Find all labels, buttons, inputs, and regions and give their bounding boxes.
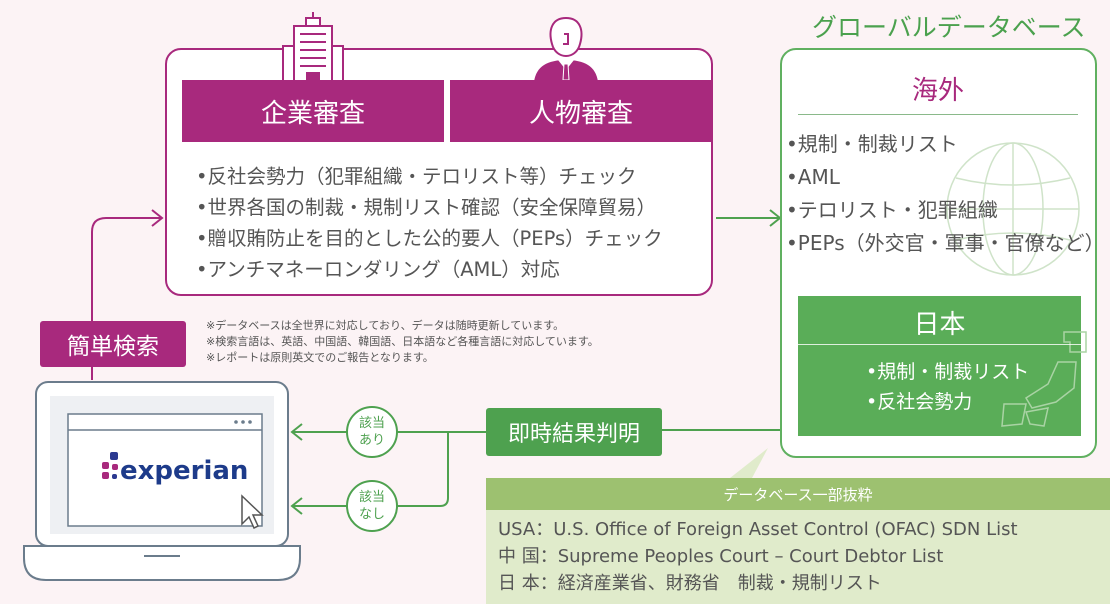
- match-text-2: あり: [358, 433, 385, 448]
- excerpt-heading: データベース一部抜粋: [486, 478, 1110, 510]
- laptop-icon: [23, 381, 301, 581]
- screening-item: •贈収賄防止を目的とした公的要人（PEPs）チェック: [196, 227, 663, 250]
- tab-person-screening: 人物審査: [450, 80, 712, 142]
- japan-map-icon: [1001, 331, 1087, 427]
- excerpt-list: USA：U.S. Office of Foreign Asset Control…: [498, 516, 1018, 597]
- screening-item: •アンチマネーロンダリング（AML）対応: [196, 258, 560, 281]
- overseas-list: •規制・制裁リスト •AML •テロリスト・犯罪組織 •PEPs（外交官・軍事・…: [786, 128, 1105, 260]
- japan-item: •規制・制裁リスト: [866, 361, 1030, 383]
- instant-result-label: 即時結果判明: [486, 408, 662, 456]
- overseas-heading: 海外: [798, 62, 1078, 115]
- japan-heading: 日本: [798, 300, 1081, 345]
- building-icon: [282, 12, 344, 82]
- note-line: ※データベースは全世界に対応しており、データは随時更新しています。: [206, 319, 565, 332]
- japan-item: •反社会勢力: [866, 391, 973, 413]
- database-title: グローバルデータベース: [812, 13, 1086, 42]
- match-bubble: 該当 あり: [346, 406, 398, 458]
- overseas-item: •規制・制裁リスト: [786, 132, 958, 156]
- excerpt-row: 中 国：Supreme Peoples Court – Court Debtor…: [498, 546, 944, 567]
- experian-logo-text: experian: [120, 456, 249, 486]
- overseas-item: •AML: [786, 165, 840, 189]
- excerpt-row: USA：U.S. Office of Foreign Asset Control…: [498, 519, 1018, 540]
- nomatch-text-2: なし: [358, 507, 385, 522]
- easy-search-label: 簡単検索: [40, 321, 186, 367]
- excerpt-row: 日 本：経済産業省、財務省 制裁・規制リスト: [498, 573, 882, 594]
- note-line: ※検索言語は、英語、中国語、韓国語、日本語など各種言語に対応しています。: [206, 335, 599, 348]
- match-text-1: 該当: [358, 416, 385, 431]
- japan-panel: [798, 296, 1081, 436]
- no-match-bubble: 該当 なし: [346, 480, 398, 532]
- screening-item: •世界各国の制裁・規制リスト確認（安全保障貿易）: [196, 196, 657, 219]
- note-line: ※レポートは原則英文でのご報告となります。: [206, 351, 434, 364]
- globe-icon: [946, 142, 1080, 276]
- search-notes: ※データベースは全世界に対応しており、データは随時更新しています。 ※検索言語は…: [206, 318, 599, 366]
- tab-company-screening: 企業審査: [182, 80, 444, 142]
- experian-logo-dots: [102, 452, 118, 479]
- nomatch-text-1: 該当: [358, 490, 385, 505]
- japan-list: •規制・制裁リスト •反社会勢力: [866, 357, 1029, 417]
- person-icon: [534, 16, 598, 82]
- overseas-item: •PEPs（外交官・軍事・官僚など）: [786, 231, 1105, 255]
- screening-item: •反社会勢力（犯罪組織・テロリスト等）チェック: [196, 165, 637, 188]
- screening-list: •反社会勢力（犯罪組織・テロリスト等）チェック •世界各国の制裁・規制リスト確認…: [196, 161, 663, 285]
- overseas-item: •テロリスト・犯罪組織: [786, 198, 998, 222]
